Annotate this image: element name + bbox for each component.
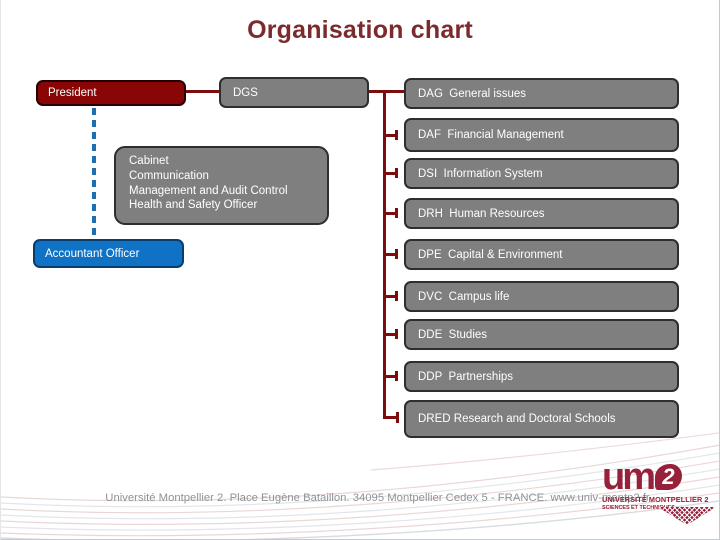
direction-box-daf: DAF Financial Management xyxy=(404,118,679,152)
dgs-box: DGS xyxy=(219,77,369,108)
footer-address: Université Montpellier 2. Place Eugène B… xyxy=(105,492,650,504)
cabinet-line-3: Management and Audit Control xyxy=(129,184,288,197)
connector-stub-drh xyxy=(383,212,397,215)
direction-box-drh: DRH Human Resources xyxy=(404,198,679,229)
president-label: President xyxy=(48,87,97,99)
connector-dgs-dag xyxy=(369,90,404,93)
connector-tick-dpe xyxy=(395,249,398,259)
connector-tick-ddp xyxy=(395,371,398,381)
direction-box-dde: DDE Studies xyxy=(404,319,679,350)
cabinet-line-4: Health and Safety Officer xyxy=(129,199,258,212)
connector-stub-dpe xyxy=(383,253,397,256)
logo-wordmark-text: um xyxy=(602,456,656,498)
connector-president-dgs xyxy=(186,90,219,93)
connector-stub-dvc xyxy=(383,295,397,298)
logo-numeral-badge: 2 xyxy=(655,464,682,490)
dashed-reporting-line xyxy=(92,108,96,239)
direction-box-dag: DAG General issues xyxy=(404,78,679,109)
connector-stub-dsi xyxy=(383,172,397,175)
direction-box-dred: DRED Research and Doctoral Schools xyxy=(404,400,679,438)
cabinet-line-1: Cabinet xyxy=(129,155,169,167)
logo-triangle-pattern xyxy=(658,507,716,525)
direction-box-dvc: DVC Campus life xyxy=(404,281,679,312)
dgs-label: DGS xyxy=(233,86,258,99)
logo-university-name: UNIVERSITÉ MONTPELLIER 2 xyxy=(602,495,709,504)
direction-box-dsi: DSI Information System xyxy=(404,158,679,189)
president-box: President xyxy=(36,80,186,106)
page-title: Organisation chart xyxy=(247,16,473,44)
connector-stub-dred xyxy=(383,416,399,419)
connector-stub-daf xyxy=(383,134,397,137)
direction-box-ddp: DDP Partnerships xyxy=(404,361,679,392)
connector-tick-dde xyxy=(395,329,398,339)
accountant-officer-label: Accountant Officer xyxy=(45,247,140,260)
direction-box-dpe: DPE Capital & Environment xyxy=(404,239,679,270)
logo-subtitle: SCIENCES ET TECHNIQUES xyxy=(602,505,675,511)
connector-tick-dred xyxy=(396,412,399,423)
swoosh-decoration xyxy=(1,432,719,539)
connector-tick-dvc xyxy=(395,291,398,301)
connector-stub-dde xyxy=(383,333,397,336)
accountant-officer-box: Accountant Officer xyxy=(33,239,184,268)
connector-tick-dsi xyxy=(395,168,398,178)
cabinet-box: Cabinet Communication Management and Aud… xyxy=(114,146,329,225)
cabinet-line-2: Communication xyxy=(129,169,209,182)
connector-stub-ddp xyxy=(383,375,397,378)
um2-logo: um 2 UNIVERSITÉ MONTPELLIER 2 SCIENCES E… xyxy=(602,456,718,528)
connector-tick-drh xyxy=(395,208,398,218)
connector-tick-daf xyxy=(395,130,398,140)
logo-wordmark: um 2 xyxy=(602,456,718,498)
logo-numeral: 2 xyxy=(662,464,675,489)
